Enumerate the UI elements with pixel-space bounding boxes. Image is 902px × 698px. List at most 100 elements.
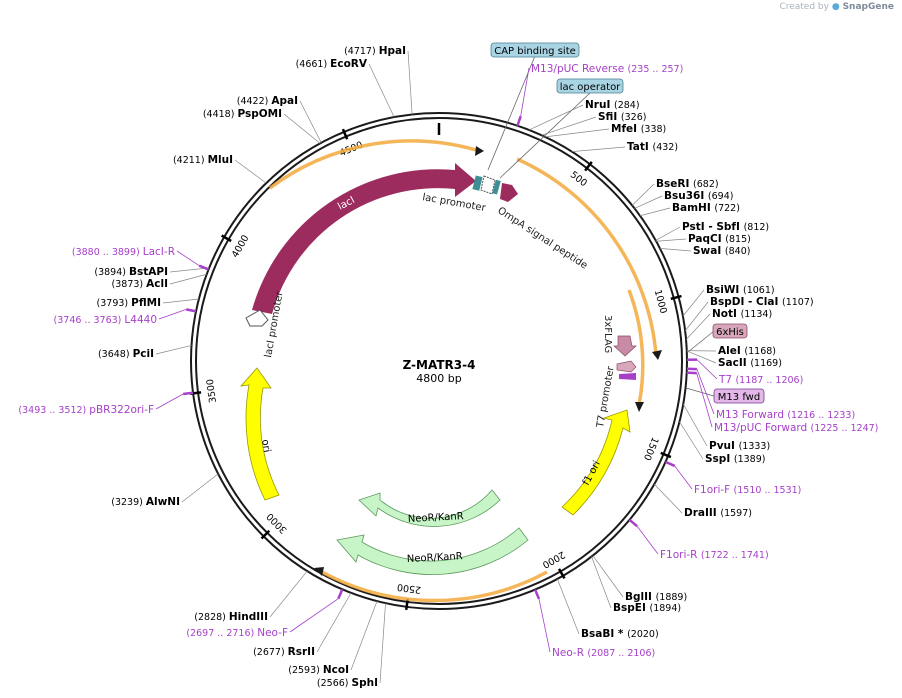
- m13-fwd-block: [619, 373, 636, 380]
- lac-promoter-label: lac promoter: [421, 192, 487, 214]
- site-leader: [639, 207, 671, 217]
- primer-mark: [665, 460, 676, 468]
- restriction-site-label: SwaI (840): [693, 245, 750, 257]
- snapgene-logo-icon: ●: [831, 2, 840, 12]
- primer-label: Neo-R (2087 .. 2106): [552, 647, 655, 659]
- orf-arc-top-left: [268, 139, 477, 190]
- f1-ori-feature: [561, 409, 631, 516]
- lacI-promoter-arrow: [245, 309, 269, 327]
- tick-label: 1000: [652, 289, 669, 315]
- site-leader: [181, 473, 219, 503]
- neo-kan-label-1: NeoR/KanR: [408, 511, 464, 525]
- lacI-feature: [252, 163, 476, 314]
- orf-arc-right-1: [516, 157, 658, 356]
- lac-promoter-arrow: [480, 175, 496, 195]
- restriction-site-label: (4211) MluI: [173, 154, 233, 166]
- 3xflag-arrow: [613, 335, 637, 357]
- primer-mark: [516, 115, 522, 127]
- site-leader: [659, 248, 692, 252]
- primer-mark: [337, 588, 344, 600]
- restriction-site-label: PstI - SbfI (812): [682, 221, 769, 233]
- restriction-site-label: (3648) PciI: [98, 348, 154, 360]
- site-leader: [557, 578, 580, 635]
- site-leader: [591, 556, 612, 609]
- site-leader: [682, 289, 705, 317]
- site-leader: [656, 238, 687, 242]
- restriction-site-label: (2828) HindIII: [194, 611, 268, 623]
- cap-box: CAP binding site: [487, 42, 580, 171]
- primer-leader: [158, 308, 187, 320]
- 3xflag-label: 3xFLAG: [602, 315, 613, 353]
- site-leader: [283, 113, 321, 144]
- site-leader: [299, 100, 322, 143]
- restriction-site-label: BglII (1889): [625, 591, 687, 603]
- site-leader: [316, 592, 352, 653]
- credit-brand: SnapGene: [842, 2, 894, 12]
- cap-box-label: CAP binding site: [494, 46, 576, 57]
- site-leader: [155, 345, 192, 355]
- site-leader: [379, 603, 386, 684]
- restriction-site-label: AleI (1168): [718, 345, 776, 357]
- plasmid-name: Z-MATR3-4: [403, 358, 476, 372]
- site-leader: [686, 350, 717, 364]
- primer-mark: [182, 391, 194, 396]
- orf-arrow-top-left: [475, 146, 484, 156]
- restriction-site-label: (2677) RsrII: [253, 646, 315, 658]
- restriction-site-label: (4418) PspOMI: [203, 108, 282, 120]
- orf-arrow-bottom: [314, 567, 324, 576]
- 6xhis-arrow: [616, 360, 637, 373]
- restriction-site-label: NotI (1134): [712, 308, 772, 320]
- primer-leader: [636, 525, 659, 555]
- primer-leader: [696, 368, 715, 415]
- restriction-site-label: BsaBI * (2020): [581, 628, 659, 640]
- label-layer: (4717) HpaI(4661) EcoRV(4422) ApaI(4418)…: [18, 45, 878, 689]
- primer-leader: [538, 598, 551, 653]
- tick-mark: [660, 451, 672, 459]
- snapgene-credit: Created by ● SnapGene: [779, 2, 894, 12]
- restriction-site-label: Bsu36I (694): [664, 190, 733, 202]
- site-leader: [350, 601, 378, 671]
- site-leader: [169, 273, 207, 285]
- site-leader: [592, 555, 624, 598]
- primer-leader: [520, 67, 530, 117]
- m13fwd-box-label: M13 fwd: [718, 392, 760, 403]
- tick-mark: [221, 234, 232, 243]
- restriction-site-label: BamHI (722): [672, 202, 740, 214]
- primer-label: (2697 .. 2716) Neo-F: [186, 627, 288, 639]
- site-leader: [654, 483, 683, 514]
- plasmid-size: 4800 bp: [416, 372, 461, 385]
- ompA-label: OmpA signal peptide: [495, 205, 589, 271]
- primer-leader: [176, 250, 200, 267]
- ori-label: ori: [259, 439, 272, 454]
- restriction-site-label: (4717) HpaI: [344, 45, 406, 57]
- restriction-site-label: SfiI (326): [598, 111, 646, 123]
- primer-label: (3493 .. 3512) pBR322ori-F: [18, 404, 154, 416]
- primer-leader: [696, 359, 718, 380]
- tick-mark: [260, 529, 271, 540]
- restriction-site-label: BseRI (682): [656, 178, 719, 190]
- m13fwd-box: M13 fwd: [685, 387, 765, 404]
- tick-label: 4000: [230, 233, 252, 259]
- restriction-site-label: (4661) EcoRV: [296, 58, 368, 70]
- primer-label: F1ori-F (1510 .. 1531): [694, 484, 801, 496]
- neo-kan-feature-1: [358, 489, 501, 527]
- tick-mark: [557, 568, 566, 579]
- orf-arc-bottom: [321, 570, 548, 603]
- primer-leader: [674, 465, 693, 490]
- orf-arc-right-2: [627, 289, 645, 406]
- primer-label: M13/pUC Reverse (235 .. 257): [531, 63, 683, 75]
- site-leader: [684, 301, 709, 332]
- ompA-arrow: [500, 183, 518, 202]
- tick-label: 1500: [641, 435, 660, 462]
- backbone-outer: [190, 112, 688, 610]
- primer-label: T7 (1187 .. 1206): [718, 374, 803, 386]
- site-leader: [571, 146, 626, 152]
- site-leader: [528, 104, 584, 131]
- restriction-site-label: SacII (1169): [718, 357, 782, 369]
- restriction-site-label: TatI (432): [627, 141, 678, 153]
- site-leader: [634, 195, 663, 209]
- restriction-site-label: (2593) NcoI: [288, 664, 349, 676]
- restriction-site-label: (3894) BstAPI: [94, 266, 168, 278]
- site-leader: [679, 421, 704, 460]
